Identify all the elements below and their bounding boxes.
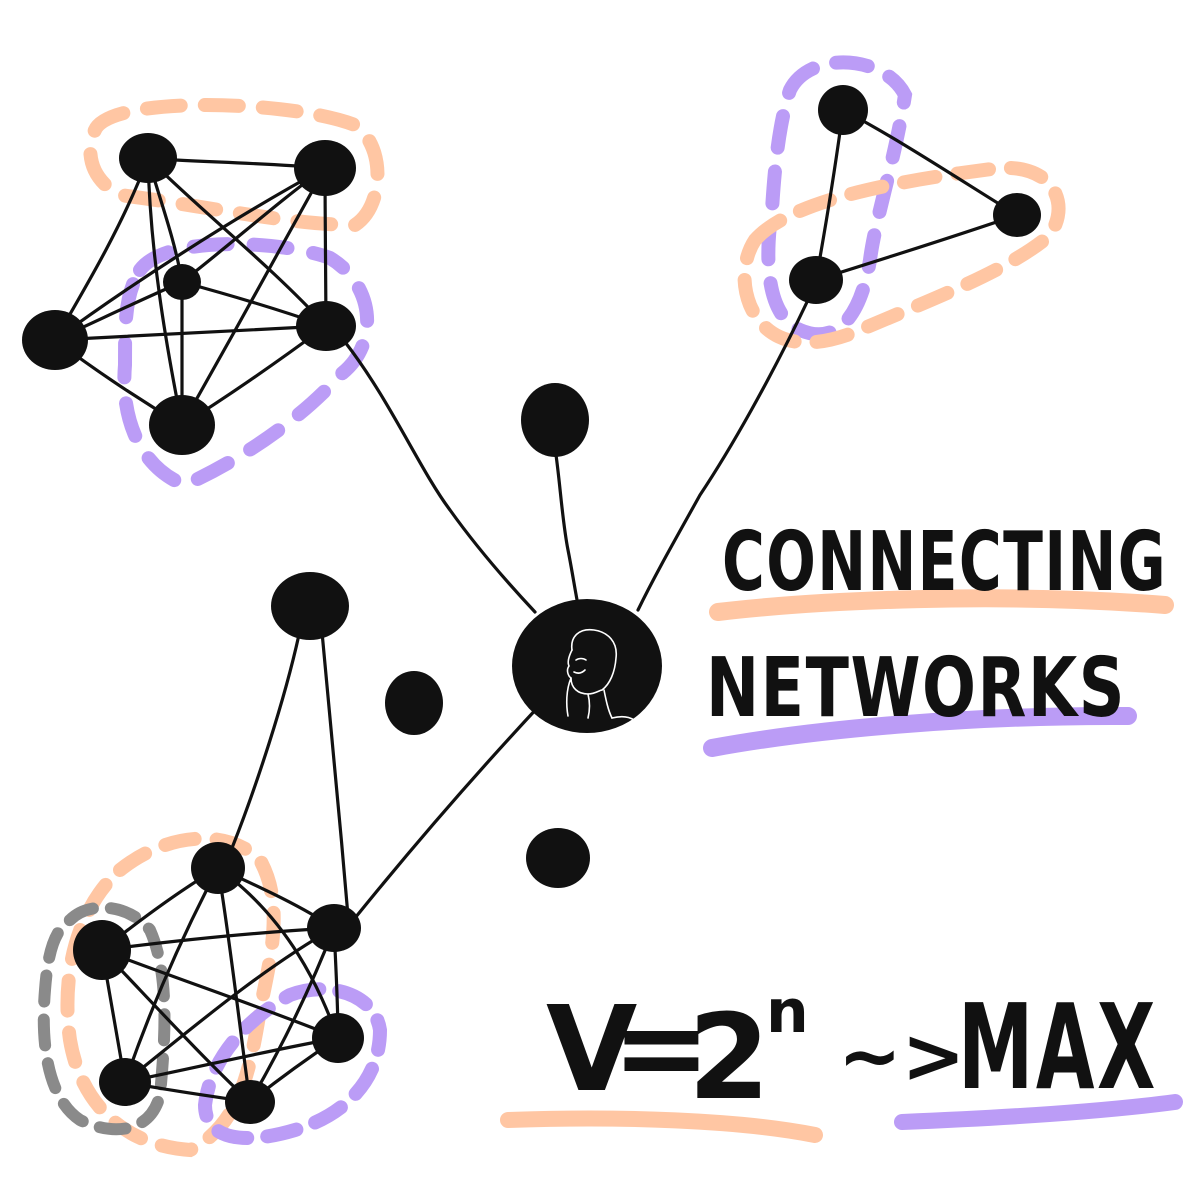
node <box>294 140 356 196</box>
network-nodes <box>22 85 1041 1124</box>
node <box>521 383 589 457</box>
top-left-cluster-orange-outline <box>83 98 385 233</box>
node <box>271 572 349 640</box>
bottom-left-cluster-gray-outline <box>37 901 171 1136</box>
cluster-outlines <box>37 55 1066 1158</box>
edge <box>100 948 340 1040</box>
formula-equals: = <box>612 978 715 1116</box>
formula-underline-purple <box>894 1094 1183 1130</box>
edge <box>53 324 328 342</box>
edge <box>146 156 184 427</box>
node <box>789 256 843 304</box>
formula-underline-orange <box>500 1110 823 1143</box>
edge <box>814 108 845 282</box>
title-line-1: CONNECTING <box>722 515 1167 610</box>
bottom-left-cluster-orange-outline <box>60 831 281 1158</box>
title-block: CONNECTING NETWORKS <box>703 515 1174 757</box>
node <box>385 671 443 735</box>
node <box>312 1013 364 1063</box>
title-line-2: NETWORKS <box>706 641 1126 736</box>
hub-circle <box>512 599 662 733</box>
node <box>163 264 201 300</box>
edge <box>216 866 340 1040</box>
edge <box>320 630 350 918</box>
node <box>119 133 177 183</box>
top-right-cluster-purple-outline <box>761 55 913 342</box>
edge <box>216 866 252 1104</box>
edge <box>100 926 336 952</box>
node <box>99 1058 151 1106</box>
edge <box>230 628 302 850</box>
formula-arrow: ~> <box>838 1011 965 1100</box>
title-underline-orange <box>709 589 1174 621</box>
title-underline-purple <box>703 706 1137 757</box>
node <box>73 920 131 980</box>
top-right-cluster-orange-outline <box>737 160 1066 350</box>
node <box>149 395 215 455</box>
edge <box>123 926 336 1084</box>
formula-block: V = 2 n ~> MAX <box>500 977 1183 1143</box>
edge <box>841 108 1019 217</box>
edge <box>343 340 537 614</box>
edge <box>53 166 327 342</box>
formula-lhs: V <box>546 980 641 1118</box>
node <box>296 301 356 351</box>
node <box>191 842 245 894</box>
node <box>526 828 590 888</box>
node <box>307 904 361 952</box>
node <box>22 310 88 370</box>
formula-base: 2 <box>688 988 774 1126</box>
central-hub-node <box>512 599 662 733</box>
edge <box>180 166 327 427</box>
edge <box>636 298 810 612</box>
formula-rhs: MAX <box>958 978 1158 1116</box>
node <box>818 85 868 135</box>
top-left-cluster-purple-outline <box>117 237 375 493</box>
edge <box>553 446 580 607</box>
node <box>225 1080 275 1124</box>
node <box>993 193 1041 237</box>
edge <box>353 703 542 920</box>
formula-exponent: n <box>766 977 809 1047</box>
person-portrait-icon <box>565 628 635 721</box>
